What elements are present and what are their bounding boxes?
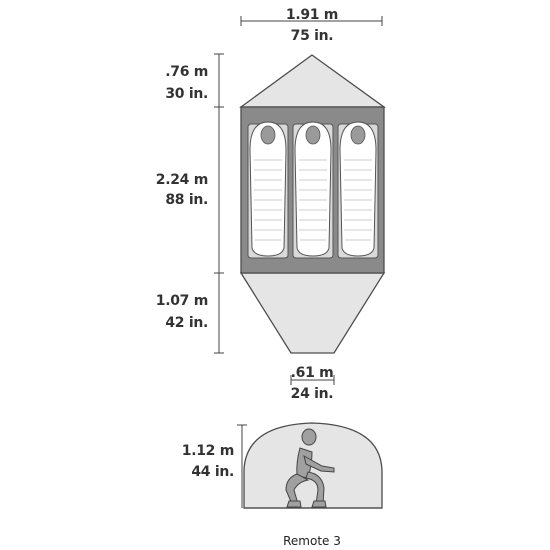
sleeping-bag-1 [249,121,287,257]
tip-width-imperial: 24 in. [291,386,334,402]
height-dimension: 1.12 m 44 in. [182,424,247,508]
width-imperial: 75 in. [291,28,334,44]
tent-profile [243,422,383,509]
product-name: Remote 3 [283,534,341,548]
sleeping-bag-3 [339,121,377,257]
height-metric: 1.12 m [182,443,234,459]
width-dimension: 1.91 m 75 in. [240,7,383,44]
width-metric: 1.91 m [286,7,338,23]
vestibule-rear-metric: 1.07 m [156,293,208,309]
rear-vestibule [239,272,386,354]
tip-width-dimension: .61 m 24 in. [290,365,335,402]
sleeping-bag-2 [294,121,332,257]
crouching-person-figure [285,428,335,508]
front-vestibule [239,54,387,108]
floor-length-metric: 2.24 m [156,172,208,188]
length-dimensions: .76 m 30 in. 2.24 m 88 in. 1.07 m 42 in. [156,53,224,354]
vestibule-rear-imperial: 42 in. [165,315,208,331]
vestibule-front-metric: .76 m [165,64,208,80]
height-imperial: 44 in. [191,464,234,480]
tip-width-metric: .61 m [291,365,334,381]
tent-footprint [239,54,387,354]
floor-length-imperial: 88 in. [165,192,208,208]
vestibule-front-imperial: 30 in. [165,86,208,102]
